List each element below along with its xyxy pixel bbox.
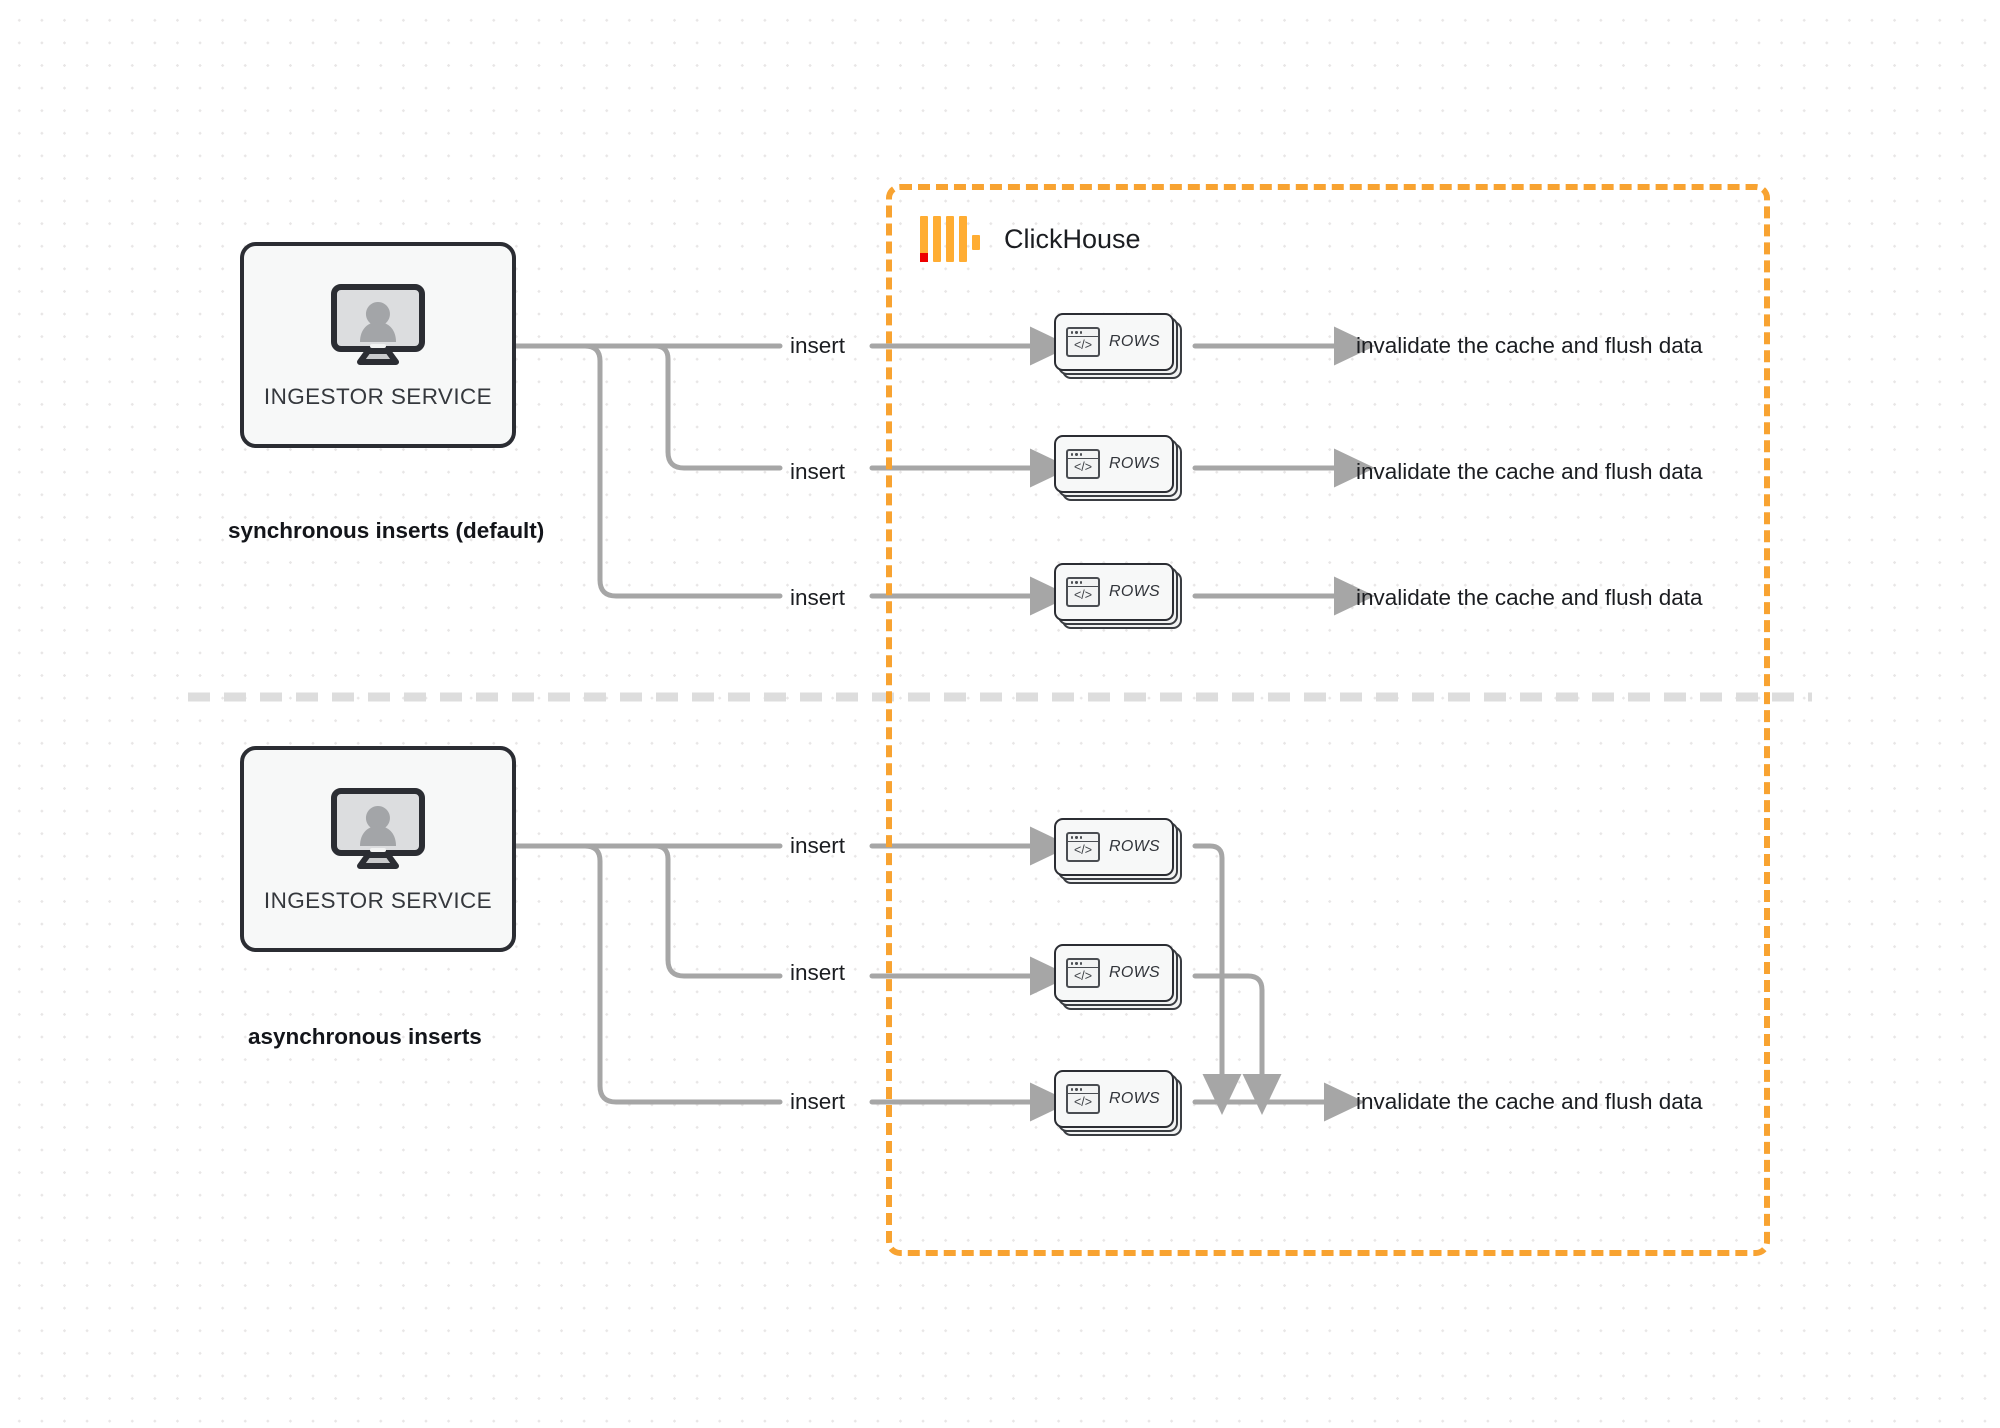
rows-card-front: </> ROWS: [1054, 313, 1174, 371]
result-label-sync-3: invalidate the cache and flush data: [1356, 585, 1703, 610]
section-caption-sync: synchronous inserts (default): [228, 518, 545, 543]
clickhouse-boundary: [886, 184, 1770, 1256]
rows-card-sync-2[interactable]: </> ROWS: [1054, 435, 1182, 501]
ingestor-service-label-sync: INGESTOR SERVICE: [263, 384, 493, 409]
rows-card-front: </> ROWS: [1054, 1070, 1174, 1128]
ingestor-service-async[interactable]: INGESTOR SERVICE: [240, 746, 516, 952]
async-branch-row2: [637, 843, 783, 979]
rows-card-async-3[interactable]: </> ROWS: [1054, 1070, 1182, 1136]
code-window-icon: </>: [1066, 449, 1100, 479]
monitor-user-icon: [331, 788, 425, 869]
rows-card-label: ROWS: [1109, 455, 1160, 472]
code-window-icon: </>: [1066, 577, 1100, 607]
section-caption-async: asynchronous inserts: [248, 1024, 482, 1049]
sync-branch-row3: [569, 343, 783, 599]
async-branch-row3: [569, 843, 783, 1105]
insert-label-async-1: insert: [790, 833, 846, 858]
rows-card-sync-1[interactable]: </> ROWS: [1054, 313, 1182, 379]
rows-card-front: </> ROWS: [1054, 563, 1174, 621]
clickhouse-brand: ClickHouse: [920, 216, 1141, 262]
ingestor-service-label-async: INGESTOR SERVICE: [263, 888, 493, 913]
insert-label-async-3: insert: [790, 1089, 846, 1114]
rows-card-front: </> ROWS: [1054, 944, 1174, 1002]
rows-card-label: ROWS: [1109, 964, 1160, 981]
rows-card-async-2[interactable]: </> ROWS: [1054, 944, 1182, 1010]
code-window-icon: </>: [1066, 1084, 1100, 1114]
result-label-sync-2: invalidate the cache and flush data: [1356, 459, 1703, 484]
insert-label-sync-1: insert: [790, 333, 846, 358]
rows-card-label: ROWS: [1109, 1090, 1160, 1107]
rows-card-label: ROWS: [1109, 838, 1160, 855]
insert-label-sync-2: insert: [790, 459, 846, 484]
result-label-async: invalidate the cache and flush data: [1356, 1089, 1703, 1114]
code-window-icon: </>: [1066, 958, 1100, 988]
rows-card-async-1[interactable]: </> ROWS: [1054, 818, 1182, 884]
sync-branch-row2: [637, 343, 783, 471]
clickhouse-logo-icon: [920, 216, 980, 262]
rows-card-sync-3[interactable]: </> ROWS: [1054, 563, 1182, 629]
rows-card-front: </> ROWS: [1054, 435, 1174, 493]
code-window-icon: </>: [1066, 327, 1100, 357]
insert-label-async-2: insert: [790, 960, 846, 985]
monitor-user-icon: [331, 284, 425, 365]
result-label-sync-1: invalidate the cache and flush data: [1356, 333, 1703, 358]
code-window-icon: </>: [1066, 832, 1100, 862]
clickhouse-brand-name: ClickHouse: [1004, 223, 1141, 254]
rows-card-label: ROWS: [1109, 333, 1160, 350]
rows-card-front: </> ROWS: [1054, 818, 1174, 876]
ingestor-service-sync[interactable]: INGESTOR SERVICE: [240, 242, 516, 448]
rows-card-label: ROWS: [1109, 583, 1160, 600]
insert-label-sync-3: insert: [790, 585, 846, 610]
